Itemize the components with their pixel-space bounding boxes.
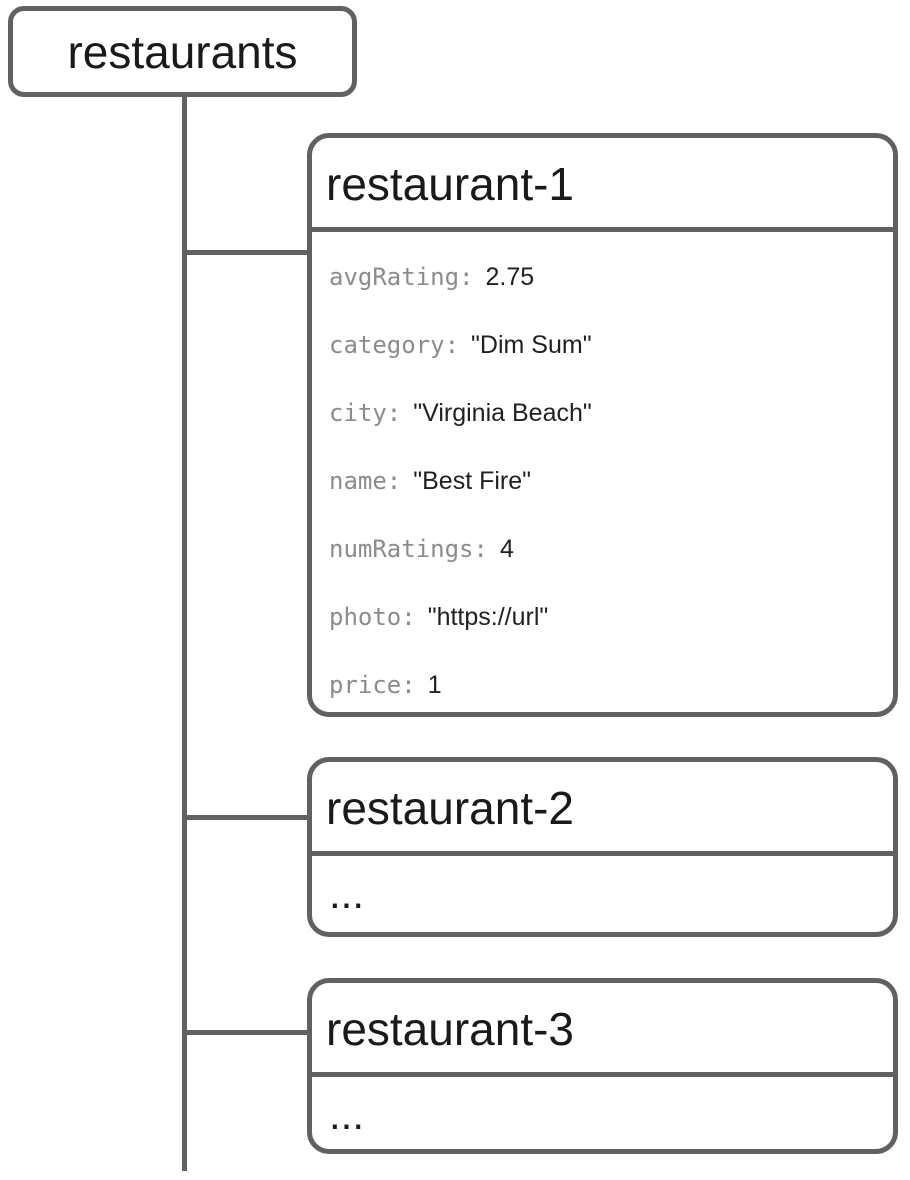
document-title-restaurant-3: restaurant-3: [312, 983, 893, 1077]
field-key: city:: [329, 399, 402, 427]
field-row-category: category: "Dim Sum": [329, 313, 883, 381]
document-node-restaurant-1: restaurant-1 avgRating: 2.75 category: "Di…: [307, 133, 898, 717]
field-value: 4: [499, 535, 514, 563]
field-row-city: city: "Virginia Beach": [329, 381, 883, 449]
collection-label: restaurants: [67, 25, 298, 78]
field-row-numratings: numRatings: 4: [329, 517, 883, 585]
field-row-price: price: 1: [329, 653, 883, 721]
field-value: 1: [427, 671, 442, 699]
field-key: avgRating:: [329, 263, 474, 291]
document-title-restaurant-1: restaurant-1: [312, 138, 893, 232]
tree-trunk-line: [182, 97, 187, 1171]
field-value: 2.75: [485, 263, 535, 291]
document-title-restaurant-2: restaurant-2: [312, 762, 893, 856]
field-key: numRatings:: [329, 535, 488, 563]
connector-line-restaurant-1: [182, 250, 312, 255]
field-row-name: name: "Best Fire": [329, 449, 883, 517]
field-value: "https://url": [427, 603, 549, 631]
field-key: name:: [329, 467, 402, 495]
field-key: category:: [329, 331, 460, 359]
connector-line-restaurant-2: [182, 815, 312, 820]
field-value: "Dim Sum": [471, 331, 592, 359]
collection-node-restaurants: restaurants: [8, 6, 357, 97]
document-body-ellipsis: ...: [329, 870, 365, 917]
field-row-photo: photo: "https://url": [329, 585, 883, 653]
field-row-avgrating: avgRating: 2.75: [329, 245, 883, 313]
document-node-restaurant-2: restaurant-2 ...: [307, 757, 898, 937]
document-node-restaurant-3: restaurant-3 ...: [307, 978, 898, 1154]
document-body-ellipsis: ...: [329, 1091, 365, 1138]
field-value: "Best Fire": [413, 467, 532, 495]
field-key: price:: [329, 671, 416, 699]
field-value: "Virginia Beach": [413, 399, 592, 427]
connector-line-restaurant-3: [182, 1030, 312, 1035]
document-fields: avgRating: 2.75 category: "Dim Sum" city: "…: [312, 232, 893, 721]
field-key: photo:: [329, 603, 416, 631]
